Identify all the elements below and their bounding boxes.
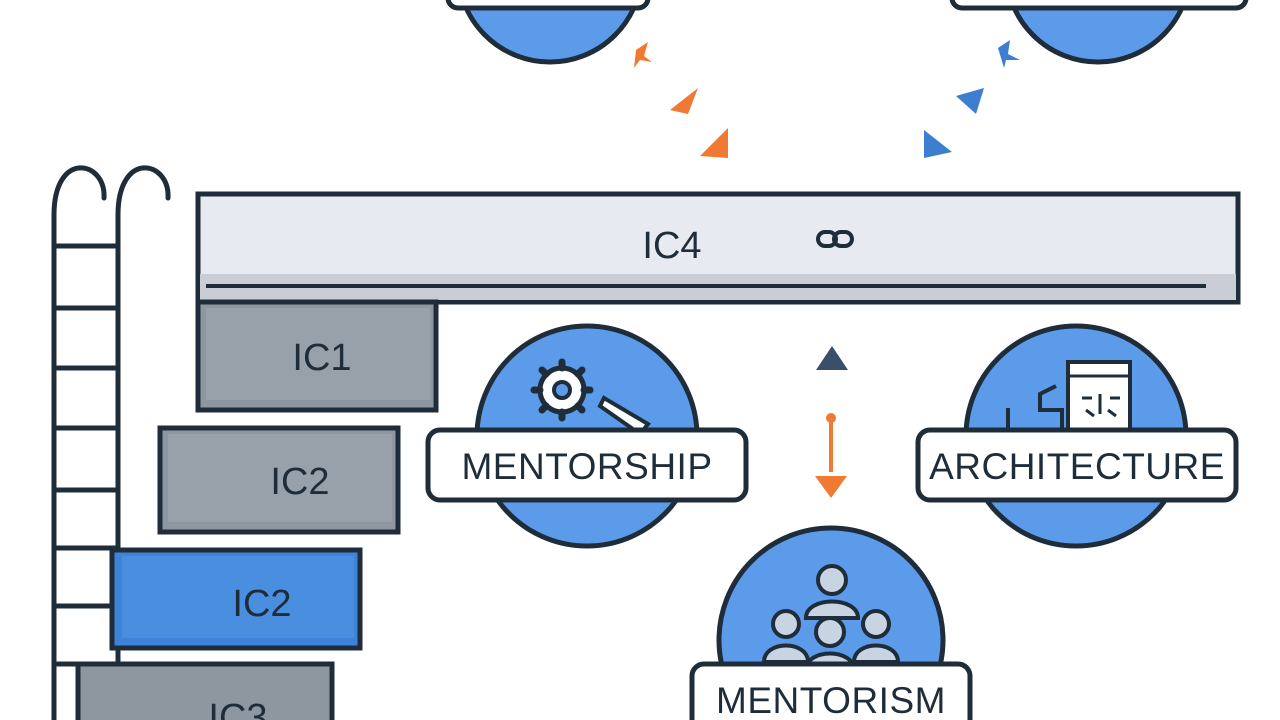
ic4-label: IC4 (642, 225, 701, 267)
top-left-circle-node (445, 0, 651, 65)
mentorship-label: MENTORSHIP (461, 446, 712, 487)
orange-arrows (634, 42, 728, 158)
level-label: IC1 (292, 337, 351, 379)
mentorism-label: MENTORISM (716, 680, 946, 720)
link-icon (816, 230, 854, 248)
level-label: IC3 (208, 697, 267, 720)
mentorism-node: MENTORISM (689, 525, 973, 720)
level-block-ic2: IC2 (157, 425, 401, 535)
up-arrow (816, 346, 848, 370)
mentorship-node: MENTORSHIP (425, 323, 749, 549)
level-label: IC2 (270, 461, 329, 503)
level-block-ic1: IC1 (195, 299, 439, 413)
architecture-label: ARCHITECTURE (929, 446, 1225, 487)
architecture-node: ARCHITECTURE (915, 323, 1239, 549)
blue-arrows (924, 40, 1020, 158)
down-arrow (815, 413, 847, 498)
top-right-circle-node (949, 0, 1249, 65)
level-block-ic3: IC3 (75, 661, 335, 720)
level-block-ic2-highlighted: IC2 (109, 547, 363, 651)
level-label: IC2 (232, 583, 291, 625)
ic4-bar: IC4 (195, 191, 1241, 305)
